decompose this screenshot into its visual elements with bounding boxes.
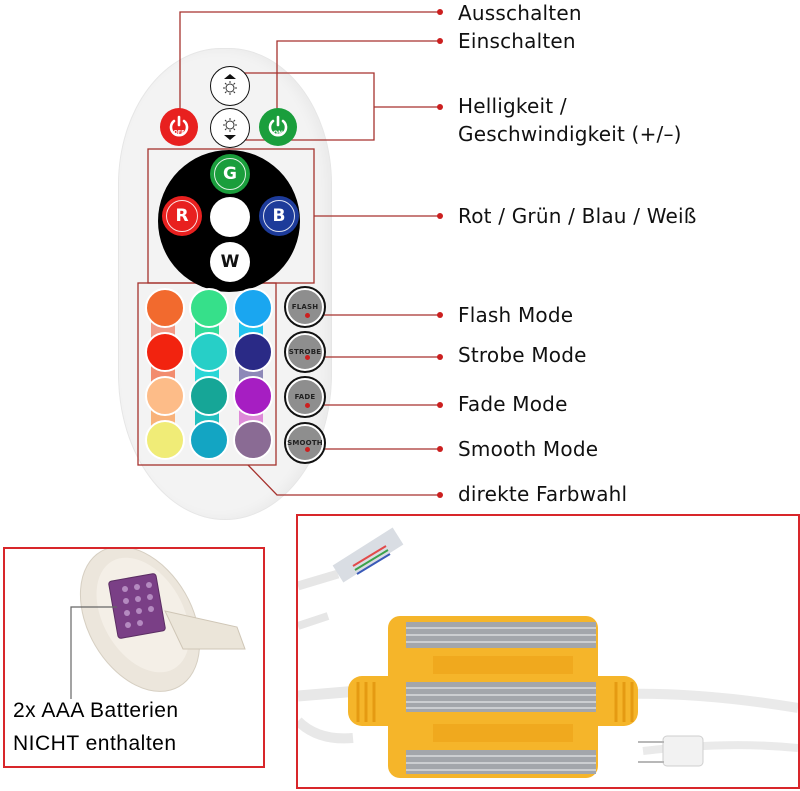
color-key-button[interactable]: [189, 288, 229, 328]
flash-button[interactable]: FLASH: [284, 286, 326, 328]
white-button[interactable]: W: [210, 242, 250, 282]
color-key-button[interactable]: [189, 420, 229, 460]
battery-line-2: NICHT enthalten: [13, 732, 177, 755]
fade-button-label: FADE: [294, 393, 316, 401]
callout-lines: [137, 9, 443, 498]
battery-compartment-illustration: [70, 549, 246, 699]
callout-dot: [305, 355, 310, 360]
color-key-button[interactable]: [145, 420, 185, 460]
power-off-button[interactable]: OFF: [160, 108, 198, 146]
color-key-button[interactable]: [233, 420, 273, 460]
callout-dot: [437, 354, 443, 360]
brightness-up-icon: [223, 74, 237, 95]
flash-button-label: FLASH: [291, 303, 319, 311]
color-key-button[interactable]: [145, 332, 185, 372]
battery-panel: 2x AAA Batterien NICHT enthalten: [3, 547, 265, 768]
color-key-button[interactable]: [189, 332, 229, 372]
brightness-up-button[interactable]: [210, 66, 250, 106]
label-flash: Flash Mode: [458, 303, 574, 327]
brightness-down-button[interactable]: [210, 108, 250, 148]
strobe-button-label: STROBE: [288, 348, 322, 356]
smooth-button-label: SMOOTH: [287, 439, 323, 447]
controller-illustration: [298, 527, 798, 778]
label-direct-color: direkte Farbwahl: [458, 482, 628, 506]
power-icon: [268, 115, 288, 137]
callout-dot: [437, 213, 443, 219]
callout-dot: [437, 492, 443, 498]
callout-line-off: [179, 11, 440, 112]
label-rgbw: Rot / Grün / Blau / Weiß: [458, 204, 697, 228]
label-brightness-1: Helligkeit /: [458, 94, 567, 118]
controller-panel: [296, 514, 800, 789]
white-button-label: W: [220, 252, 240, 272]
blue-button[interactable]: B: [259, 196, 299, 236]
power-on-button[interactable]: ON: [259, 108, 297, 146]
color-key-button[interactable]: [233, 288, 273, 328]
power-off-text: OFF: [173, 130, 185, 136]
battery-line-1: 2x AAA Batterien: [13, 699, 179, 722]
label-on: Einschalten: [458, 29, 576, 53]
callout-line-brightness: [232, 72, 375, 141]
callout-dot: [437, 38, 443, 44]
label-fade: Fade Mode: [458, 392, 568, 416]
callout-line-on: [276, 40, 440, 112]
label-off: Ausschalten: [458, 1, 582, 25]
color-key-grid: [138, 283, 276, 465]
color-key-button[interactable]: [233, 376, 273, 416]
color-key-button[interactable]: [233, 332, 273, 372]
callout-dot: [437, 312, 443, 318]
callout-dot: [305, 403, 310, 408]
label-smooth: Smooth Mode: [458, 437, 599, 461]
label-strobe: Strobe Mode: [458, 343, 587, 367]
red-button[interactable]: R: [162, 196, 202, 236]
brightness-down-icon: [223, 118, 237, 140]
center-white-button[interactable]: [210, 197, 250, 237]
strobe-button[interactable]: STROBE: [284, 331, 326, 373]
callout-dot: [305, 313, 310, 318]
callout-dot: [437, 402, 443, 408]
callout-dot: [305, 447, 310, 452]
callout-dot: [437, 104, 443, 110]
power-on-text: ON: [272, 130, 284, 137]
callout-dot: [437, 9, 443, 15]
callout-dot: [437, 446, 443, 452]
color-key-button[interactable]: [145, 288, 185, 328]
smooth-button[interactable]: SMOOTH: [284, 422, 326, 464]
color-key-button[interactable]: [145, 376, 185, 416]
label-brightness-2: Geschwindigkeit (+/–): [458, 122, 682, 146]
power-icon: [169, 115, 189, 137]
fade-button[interactable]: FADE: [284, 376, 326, 418]
green-button[interactable]: G: [210, 154, 250, 194]
color-key-button[interactable]: [189, 376, 229, 416]
